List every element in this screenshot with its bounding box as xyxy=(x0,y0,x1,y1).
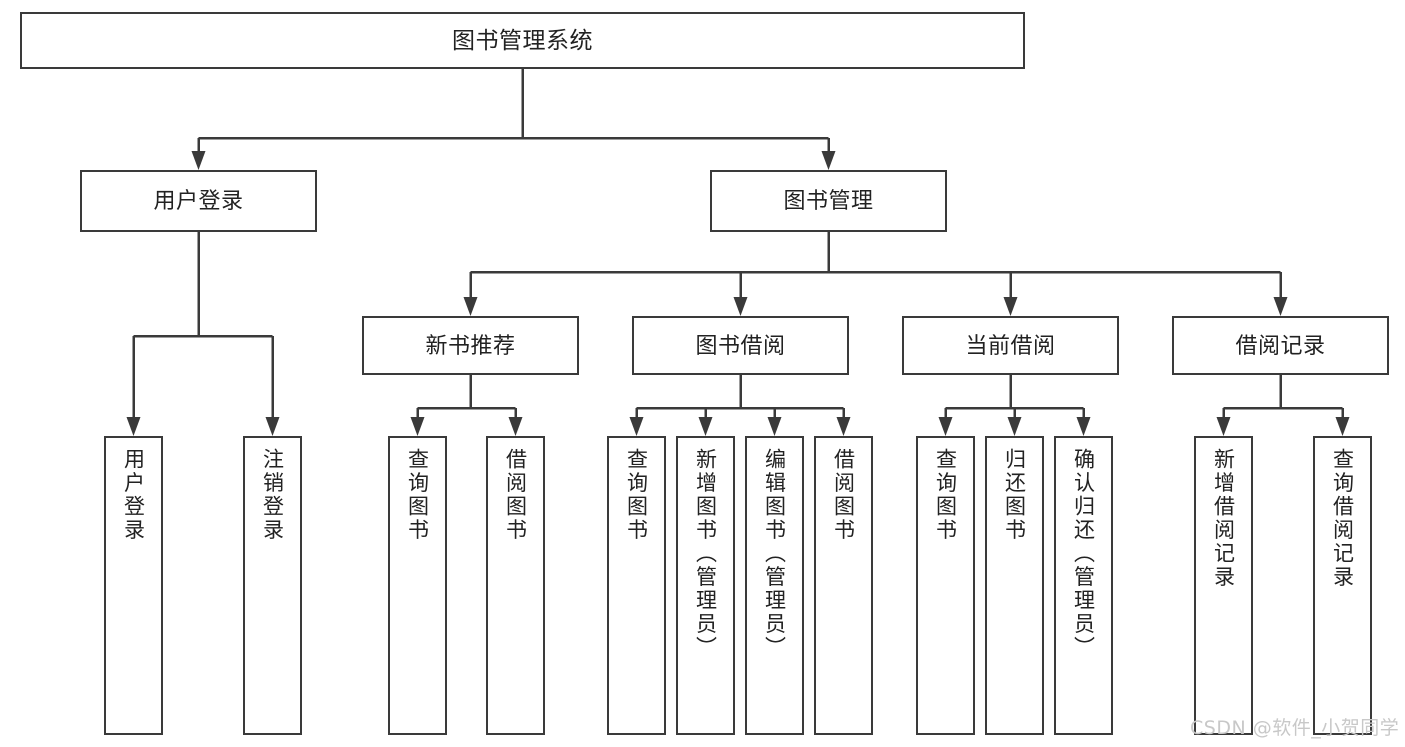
leaf-borrow-book-1[interactable]: 借阅图书 xyxy=(486,436,545,735)
node-book-management[interactable]: 图书管理 xyxy=(710,170,947,232)
leaf-borrow-book-2[interactable]: 借阅图书 xyxy=(814,436,873,735)
node-new-book-recommend[interactable]: 新书推荐 xyxy=(362,316,579,375)
node-label: 图书管理 xyxy=(783,188,874,214)
node-label: 新增图书（管理员） xyxy=(693,448,718,660)
leaf-query-book-1[interactable]: 查询图书 xyxy=(388,436,447,735)
leaf-edit-book-admin[interactable]: 编辑图书（管理员） xyxy=(745,436,804,735)
node-label: 查询借阅记录 xyxy=(1330,448,1355,589)
node-book-borrow[interactable]: 图书借阅 xyxy=(632,316,849,375)
leaf-query-borrow-record[interactable]: 查询借阅记录 xyxy=(1313,436,1372,735)
leaf-user-login[interactable]: 用户登录 xyxy=(104,436,163,735)
node-label: 借阅记录 xyxy=(1235,332,1326,358)
leaf-query-book-2[interactable]: 查询图书 xyxy=(607,436,666,735)
node-label: 确认归还（管理员） xyxy=(1071,448,1096,660)
watermark: CSDN @软件_小贺同学 xyxy=(1190,717,1400,739)
node-label: 借阅图书 xyxy=(503,448,528,542)
node-label: 注销登录 xyxy=(260,448,285,542)
node-label: 借阅图书 xyxy=(831,448,856,542)
leaf-logout-login[interactable]: 注销登录 xyxy=(243,436,302,735)
node-label: 新书推荐 xyxy=(425,332,516,358)
node-label: 查询图书 xyxy=(405,448,430,542)
node-user-login[interactable]: 用户登录 xyxy=(80,170,317,232)
node-borrow-record[interactable]: 借阅记录 xyxy=(1172,316,1389,375)
node-label: 归还图书 xyxy=(1002,448,1027,542)
leaf-confirm-return-admin[interactable]: 确认归还（管理员） xyxy=(1054,436,1113,735)
leaf-query-book-3[interactable]: 查询图书 xyxy=(916,436,975,735)
node-label: 查询图书 xyxy=(624,448,649,542)
node-label: 用户登录 xyxy=(153,188,244,214)
node-label: 用户登录 xyxy=(121,448,146,542)
node-label: 新增借阅记录 xyxy=(1211,448,1236,589)
node-label: 编辑图书（管理员） xyxy=(762,448,787,660)
node-label: 查询图书 xyxy=(933,448,958,542)
node-label: 当前借阅 xyxy=(965,332,1056,358)
leaf-return-book[interactable]: 归还图书 xyxy=(985,436,1044,735)
node-label: 图书管理系统 xyxy=(452,26,593,53)
node-label: 图书借阅 xyxy=(695,332,786,358)
node-current-borrow[interactable]: 当前借阅 xyxy=(902,316,1119,375)
leaf-add-borrow-record[interactable]: 新增借阅记录 xyxy=(1194,436,1253,735)
node-root[interactable]: 图书管理系统 xyxy=(20,12,1025,69)
leaf-add-book-admin[interactable]: 新增图书（管理员） xyxy=(676,436,735,735)
